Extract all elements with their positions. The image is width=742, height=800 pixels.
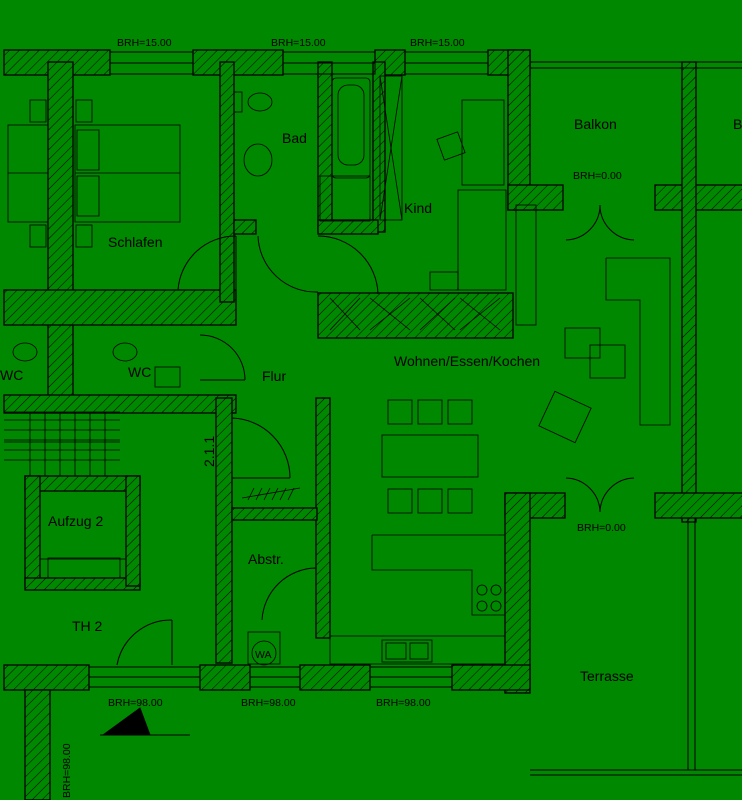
brh-bottom-1: BRH=98.00 bbox=[108, 697, 163, 709]
room-terrasse: Terrasse bbox=[580, 668, 634, 684]
walls bbox=[3, 49, 742, 800]
brh-top-3: BRH=15.00 bbox=[410, 37, 465, 49]
brh-terrasse: BRH=0.00 bbox=[577, 522, 626, 534]
furniture bbox=[4, 75, 671, 666]
brh-top-2: BRH=15.00 bbox=[271, 37, 326, 49]
washer-label: WA bbox=[255, 649, 272, 661]
windows bbox=[88, 51, 742, 776]
room-aufzug: Aufzug 2 bbox=[48, 513, 103, 529]
brh-vertical: BRH=98.00 bbox=[61, 743, 73, 798]
stair-number: 2.1.1 bbox=[201, 436, 217, 467]
room-wc-left: WC bbox=[0, 367, 23, 383]
brh-bottom-2: BRH=98.00 bbox=[241, 697, 296, 709]
room-balkon: Balkon bbox=[574, 116, 617, 132]
room-kind: Kind bbox=[404, 200, 432, 216]
room-wc: WC bbox=[128, 364, 151, 380]
room-wohnen: Wohnen/Essen/Kochen bbox=[394, 353, 540, 369]
room-th: TH 2 bbox=[72, 618, 103, 634]
brh-bottom-3: BRH=98.00 bbox=[376, 697, 431, 709]
room-schlafen: Schlafen bbox=[108, 234, 162, 250]
brh-top-1: BRH=15.00 bbox=[117, 37, 172, 49]
room-flur: Flur bbox=[262, 368, 286, 384]
doors bbox=[116, 204, 635, 666]
room-abstr: Abstr. bbox=[248, 551, 284, 567]
room-bad: Bad bbox=[282, 130, 307, 146]
brh-balkon: BRH=0.00 bbox=[573, 170, 622, 182]
room-balkon-edge: B bbox=[733, 116, 742, 132]
north-arrow-icon bbox=[100, 707, 190, 736]
